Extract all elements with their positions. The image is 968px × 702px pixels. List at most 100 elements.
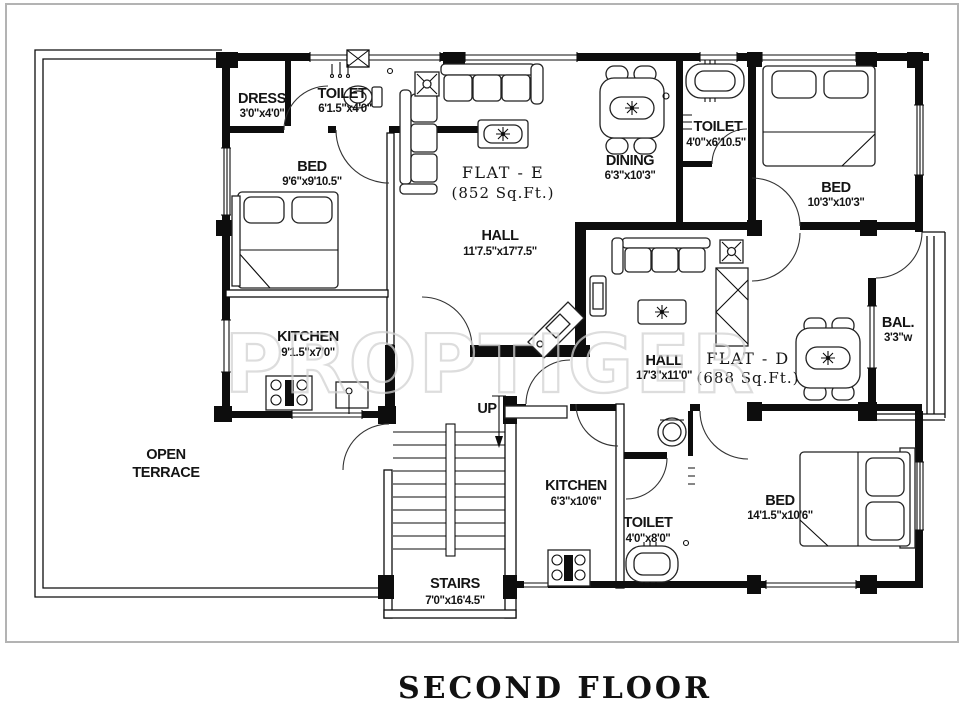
up-arrow	[492, 395, 506, 448]
label-bed-d: BED 14'1.5"x10'6"	[747, 493, 813, 522]
window	[221, 147, 231, 216]
window	[291, 410, 363, 419]
room-name: DRESS	[238, 91, 287, 107]
stairs-symbol	[393, 395, 506, 557]
balcony-railing	[876, 231, 946, 421]
room-dim: 9'1.5"x7'0"	[281, 347, 335, 359]
label-toilet-d: TOILET 4'0"x8'0"	[624, 515, 674, 545]
window	[699, 52, 738, 62]
flat-area: (852 Sq.Ft.)	[452, 184, 555, 202]
label-kitchen-e: KITCHEN 9'1.5"x7'0"	[277, 329, 339, 359]
balcony-door-arc	[875, 231, 923, 279]
hall-d-lobby-door-arc	[751, 232, 801, 282]
room-name: TERRACE	[132, 465, 200, 481]
label-bed-e2: BED 10'3"x10'3"	[808, 180, 865, 209]
stove-icon	[265, 375, 313, 411]
label-balcony: BAL. 3'3"w	[882, 315, 915, 344]
room-name: STAIRS	[430, 576, 480, 592]
bed-symbol	[762, 65, 876, 167]
window	[368, 52, 441, 62]
window	[464, 52, 578, 62]
room-name: TOILET	[694, 119, 743, 135]
room-name: KITCHEN	[545, 478, 607, 494]
watermark: PROPTIGER	[224, 318, 755, 411]
room-dim: 10'3"x10'3"	[808, 197, 865, 209]
label-flat-e: FLAT - E (852 Sq.Ft.)	[452, 163, 555, 202]
counter	[504, 405, 568, 419]
up-label: UP	[477, 401, 497, 417]
dining-table-symbol	[795, 317, 861, 401]
room-dim: 7'0"x16'4.5"	[425, 595, 485, 607]
room-dim: 3'3"w	[884, 332, 912, 344]
window	[867, 305, 877, 369]
bed-d-door-arc	[699, 410, 749, 460]
room-dim: 3'0"x4'0"	[240, 108, 285, 120]
sofa-symbol	[611, 237, 711, 275]
window	[761, 52, 857, 62]
toilet-wc-icon	[329, 62, 394, 109]
window	[309, 52, 348, 62]
room-dim: 17'3"x11'0"	[636, 370, 692, 382]
kitchen-d-door-arc	[575, 403, 619, 447]
window	[914, 104, 924, 176]
window	[221, 319, 231, 373]
room-dim: 4'0"x8'0"	[626, 533, 671, 545]
vent-x-window	[346, 49, 370, 68]
room-name: HALL	[481, 228, 519, 244]
label-hall-e: HALL 11'7.5"x17'7.5"	[463, 228, 537, 258]
toilet-d-door-arc	[625, 457, 668, 500]
page-border	[5, 3, 959, 643]
window	[914, 461, 924, 531]
label-open-terrace: OPEN TERRACE	[132, 447, 200, 481]
plant-icon	[414, 71, 440, 97]
door-arcs-group	[283, 85, 923, 500]
label-dining: DINING 6'3"x10'3"	[605, 153, 656, 182]
labels-group: DRESS 3'0"x4'0" TOILET 6'1.5"x4'0" BED 9…	[132, 86, 915, 607]
room-dim: 14'1.5"x10'6"	[747, 510, 813, 522]
toilet-e1-door-arc	[283, 85, 329, 131]
sofa-symbol	[399, 63, 544, 195]
window	[524, 580, 548, 589]
bathtub-icon	[625, 467, 695, 586]
floor-title: SECOND FLOOR	[398, 671, 712, 702]
room-name: BED	[297, 159, 326, 175]
flat-d-entry-door-arc	[525, 359, 571, 405]
bed-e-door-arc	[335, 129, 390, 184]
flat-name: FLAT - D	[706, 349, 789, 368]
room-name: HALL	[645, 353, 683, 369]
label-toilet-e1: TOILET 6'1.5"x4'0"	[318, 86, 373, 115]
flat-e-entry-door-arc	[421, 296, 473, 348]
room-name: BED	[765, 493, 794, 509]
stove-icon	[547, 549, 591, 587]
room-dim: 6'3"x10'3"	[605, 170, 656, 182]
label-toilet-e2: TOILET 4'0"x6'10.5"	[686, 119, 746, 149]
room-name: KITCHEN	[277, 329, 339, 345]
terrace-boundary	[34, 49, 384, 598]
bed-e2-door-arc	[751, 177, 801, 227]
bed-symbol	[237, 191, 339, 289]
label-kitchen-d: KITCHEN 6'3"x10'6"	[545, 478, 607, 508]
dining-table-symbol	[599, 65, 665, 155]
room-dim: 11'7.5"x17'7.5"	[463, 246, 537, 258]
sink-icon	[335, 381, 369, 414]
window	[765, 580, 857, 589]
flat-name: FLAT - E	[462, 163, 544, 182]
label-stairs: STAIRS 7'0"x16'4.5"	[425, 576, 485, 607]
bathtub-icon	[662, 60, 745, 130]
label-bed-e: BED 9'6"x9'10.5"	[282, 159, 342, 188]
room-dim: 4'0"x6'10.5"	[686, 137, 746, 149]
room-name: TOILET	[624, 515, 673, 531]
toilet-e2-door-arc	[711, 128, 748, 165]
terrace-door-arc	[342, 423, 390, 471]
corner-tv-unit	[527, 301, 585, 359]
corner-shelf-unit	[715, 267, 749, 347]
label-flat-d: FLAT - D (688 Sq.Ft.)	[697, 349, 799, 387]
room-name: OPEN	[146, 447, 186, 463]
room-name: BAL.	[882, 315, 915, 331]
wardrobe-icon	[231, 195, 241, 287]
windows-group	[221, 49, 924, 589]
room-dim: 9'6"x9'10.5"	[282, 176, 342, 188]
coffee-table-symbol	[637, 299, 687, 325]
